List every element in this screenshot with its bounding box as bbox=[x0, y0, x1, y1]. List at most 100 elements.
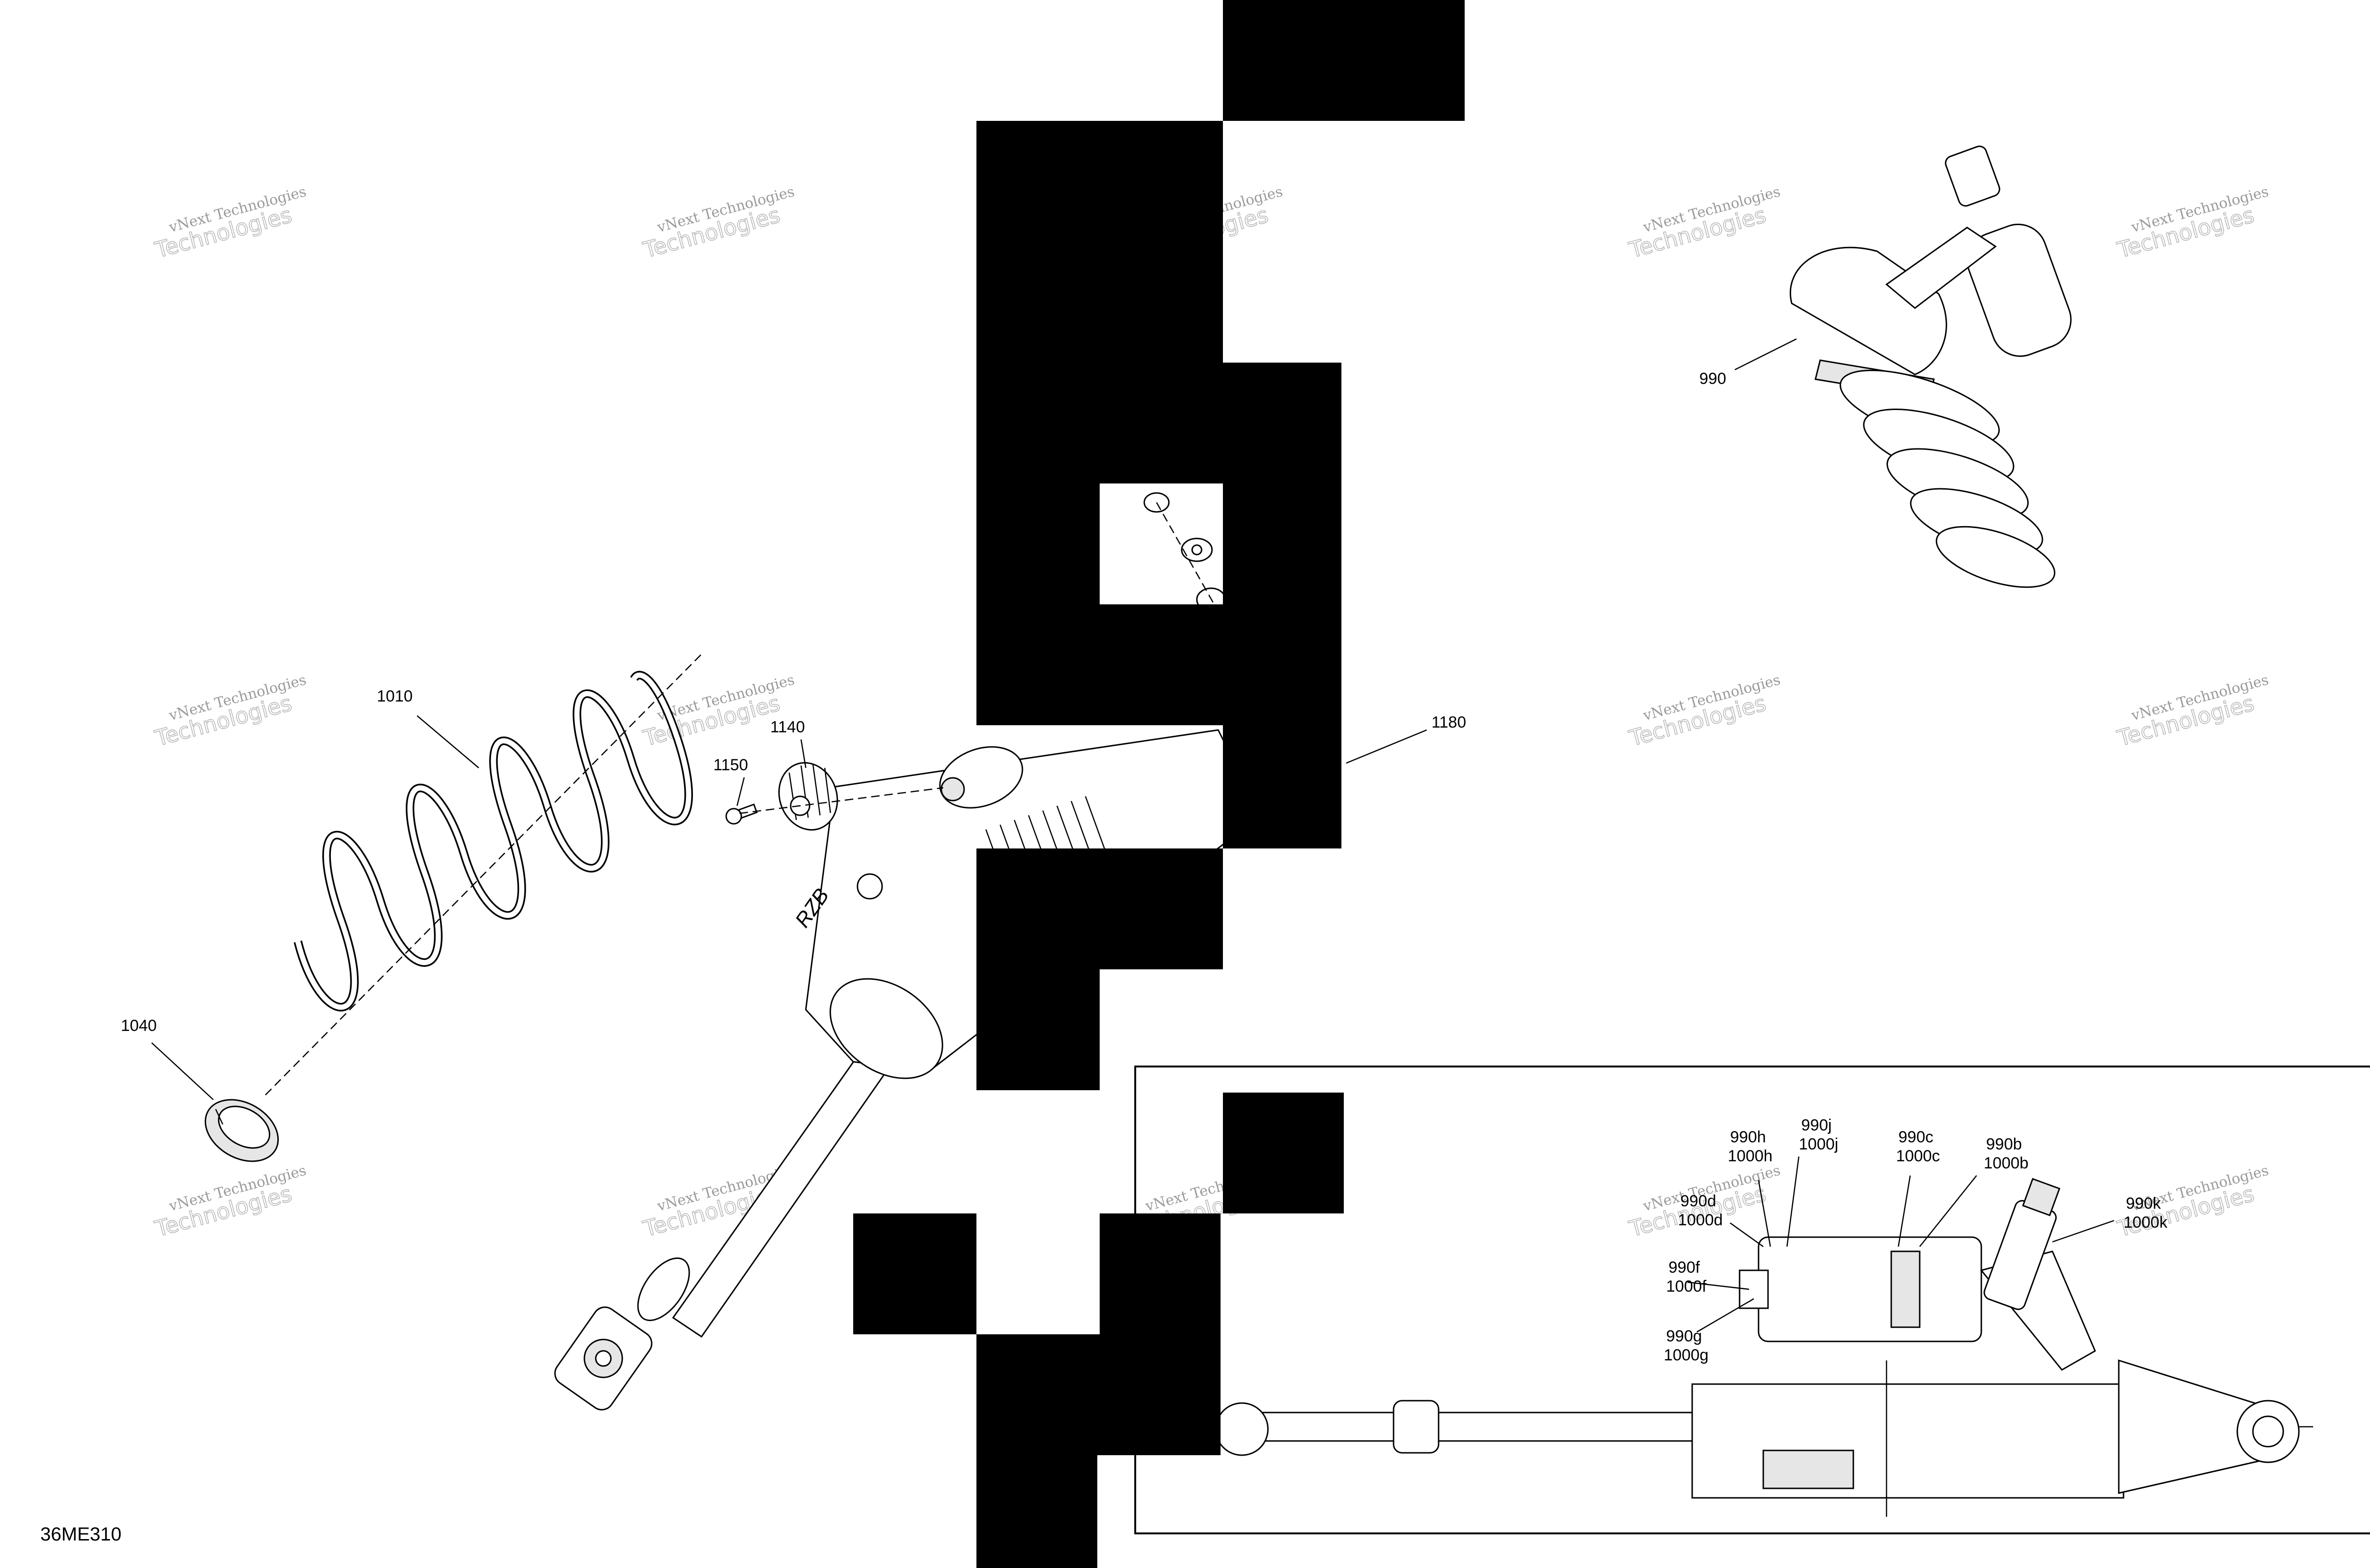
leader-990j bbox=[1786, 1156, 1800, 1247]
redaction-block bbox=[976, 1334, 1221, 1455]
label-1000c: 1000c bbox=[1896, 1147, 1940, 1165]
leader-1180 bbox=[1346, 729, 1427, 764]
coil-spring bbox=[293, 671, 693, 1012]
redaction-block bbox=[976, 121, 1223, 363]
leader-990 bbox=[1734, 338, 1797, 371]
reservoir-knob bbox=[1945, 146, 2000, 207]
washer-hole bbox=[1191, 544, 1203, 556]
knob-axis-line bbox=[739, 787, 944, 814]
section-eyelet-right-bore bbox=[2252, 1415, 2284, 1448]
redaction-block bbox=[1100, 363, 1341, 483]
label-1000g: 1000g bbox=[1664, 1346, 1709, 1364]
hardware-stack bbox=[1143, 492, 1226, 612]
label-1000f: 1000f bbox=[1666, 1277, 1707, 1295]
section-reservoir-cap bbox=[1739, 1269, 1769, 1309]
leader-990d bbox=[1730, 1222, 1764, 1248]
reservoir-bridge bbox=[1885, 227, 1997, 309]
label-990h: 990h bbox=[1730, 1128, 1766, 1146]
section-rod bbox=[1250, 1412, 1703, 1442]
label-990b: 990b bbox=[1986, 1135, 2022, 1153]
section-eyelet-left bbox=[1215, 1402, 1269, 1456]
leader-990h bbox=[1758, 1180, 1771, 1247]
lower-eyelet bbox=[554, 1306, 653, 1411]
label-1000k: 1000k bbox=[2124, 1213, 2168, 1231]
leader-990b bbox=[1919, 1175, 1977, 1247]
body-end-cap bbox=[830, 978, 943, 1079]
label-1000b: 1000b bbox=[1984, 1154, 2029, 1172]
label-990c: 990c bbox=[1898, 1128, 1933, 1146]
callout-1010: 1010 bbox=[377, 687, 413, 705]
leader-990c bbox=[1897, 1175, 1911, 1247]
redaction-block bbox=[976, 604, 1223, 725]
label-990g: 990g bbox=[1666, 1327, 1702, 1345]
inset-leaders bbox=[1687, 1156, 2115, 1333]
assembled-shock bbox=[1789, 146, 2072, 588]
callouts: 990 1010 1040 1140 1150 1180 bbox=[121, 338, 1797, 1100]
bump-stop bbox=[637, 1257, 690, 1322]
watermark: vNext Technologies Technologies bbox=[152, 183, 308, 264]
watermark: vNext Technologies Technologies bbox=[152, 672, 308, 752]
section-piston bbox=[1762, 1449, 1854, 1489]
leader-1040 bbox=[151, 1042, 214, 1100]
callout-1180: 1180 bbox=[1431, 713, 1466, 731]
watermark: vNext Technologies Technologies bbox=[1626, 183, 1782, 264]
section-rod-boss bbox=[1393, 1400, 1440, 1454]
spring-turn bbox=[1935, 526, 2056, 588]
leader-1010 bbox=[417, 715, 479, 768]
adjuster-knob-top bbox=[2022, 1178, 2060, 1216]
assembled-spring bbox=[1840, 369, 2056, 588]
label-1000j: 1000j bbox=[1799, 1135, 1838, 1153]
label-990d: 990d bbox=[1680, 1192, 1716, 1210]
leader-990k bbox=[2052, 1220, 2115, 1243]
watermark: vNext Technologies Technologies bbox=[1626, 672, 1782, 752]
redaction-block bbox=[853, 1213, 976, 1334]
inset-detail: 990h 1000h 990j 1000j 990c 1000c 990b 10… bbox=[1134, 1066, 2370, 1534]
callout-1140: 1140 bbox=[770, 718, 805, 736]
section-adjuster bbox=[1983, 1178, 2060, 1310]
label-990f: 990f bbox=[1668, 1258, 1700, 1276]
ring-inner bbox=[218, 1105, 271, 1149]
reservoir-port bbox=[940, 777, 965, 802]
screw-head bbox=[725, 808, 742, 825]
redaction-block bbox=[976, 969, 1100, 1090]
leader-1150 bbox=[736, 777, 745, 806]
knob-ridges bbox=[788, 764, 831, 820]
callout-990: 990 bbox=[1699, 370, 1726, 388]
label-990k: 990k bbox=[2126, 1194, 2161, 1212]
redaction-overlay bbox=[853, 0, 1465, 1568]
label-990j: 990j bbox=[1801, 1116, 1832, 1134]
leader-990g bbox=[1696, 1298, 1754, 1333]
redaction-block bbox=[1100, 1213, 1221, 1334]
ring-split bbox=[215, 1109, 224, 1125]
redaction-block bbox=[976, 848, 1223, 969]
inset-labels: 990h 1000h 990j 1000j 990c 1000c 990b 10… bbox=[1664, 1116, 2168, 1364]
label-1000h: 1000h bbox=[1728, 1147, 1773, 1165]
logo-gear-icon bbox=[857, 873, 883, 900]
inset-cross-section bbox=[1215, 1178, 2313, 1517]
section-reservoir bbox=[1758, 1236, 1982, 1342]
redaction-block bbox=[1223, 725, 1341, 848]
redaction-block bbox=[976, 1455, 1097, 1568]
axis-line bbox=[265, 654, 702, 1095]
watermark: vNext Technologies Technologies bbox=[2114, 183, 2270, 264]
assembled-reservoir bbox=[1945, 146, 2072, 357]
callout-1040: 1040 bbox=[121, 1017, 157, 1035]
reservoir-can bbox=[1967, 223, 2072, 357]
callout-1150: 1150 bbox=[713, 756, 748, 774]
adjuster-screw bbox=[725, 803, 758, 825]
watermark: vNext Technologies Technologies bbox=[2114, 672, 2270, 752]
document-code: 36ME310 bbox=[40, 1524, 121, 1545]
watermark: vNext Technologies Technologies bbox=[152, 1162, 308, 1242]
section-reservoir-piston bbox=[1890, 1250, 1921, 1328]
redaction-block bbox=[1223, 0, 1465, 121]
watermark: vNext Technologies Technologies bbox=[640, 672, 796, 752]
section-body bbox=[1691, 1383, 2124, 1499]
redaction-block bbox=[976, 363, 1100, 604]
watermark: vNext Technologies Technologies bbox=[640, 183, 796, 264]
leader-990f bbox=[1687, 1281, 1750, 1290]
spring-retainer-ring bbox=[204, 1099, 279, 1162]
label-1000d: 1000d bbox=[1678, 1211, 1723, 1229]
leader-1140 bbox=[800, 739, 807, 768]
spring-coil-highlight bbox=[295, 672, 692, 1010]
